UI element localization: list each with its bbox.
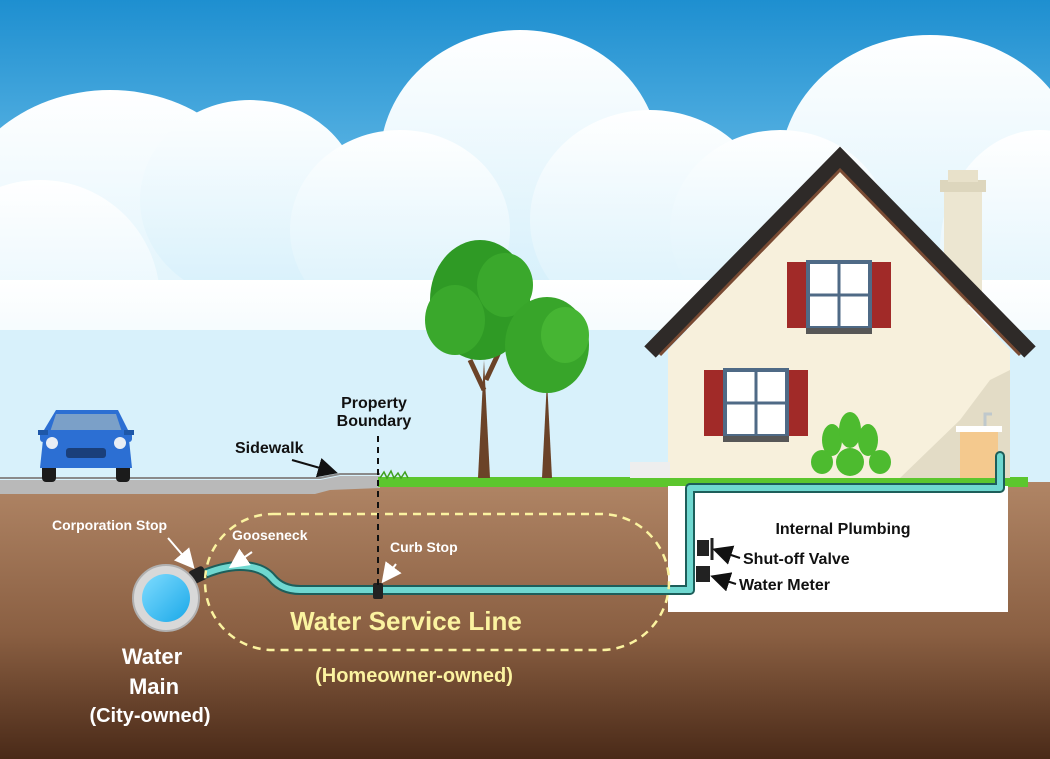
water-main-label-line1: Water (122, 644, 183, 669)
sidewalk-arrow (291, 457, 338, 478)
homeowner-owned-label: (Homeowner-owned) (315, 665, 513, 687)
grass-blades (379, 469, 409, 480)
curb-stop-arrow (381, 561, 402, 584)
tree-icon (425, 240, 589, 478)
grass-strip (378, 477, 1028, 487)
water-meter-icon (696, 566, 710, 582)
property-boundary-label-line1: Property (341, 395, 407, 412)
water-meter-label: Water Meter (739, 577, 830, 594)
sidewalk-label: Sidewalk (235, 440, 304, 457)
service-pipe (195, 451, 1005, 595)
service-line-boundary (203, 512, 671, 652)
water-meter-arrow (710, 572, 737, 592)
basement-area (668, 486, 1008, 612)
property-boundary-label-line2: Boundary (337, 413, 412, 430)
shutoff-valve-icon (697, 538, 714, 560)
water-main-label-line2: Main (129, 674, 179, 699)
shutoff-valve-arrow (712, 545, 741, 565)
shutoff-valve-label: Shut-off Valve (743, 551, 850, 568)
curb-stop-fitting (373, 583, 383, 599)
curb-stop-label: Curb Stop (390, 539, 458, 555)
plant-icon (811, 412, 891, 476)
water-main-pipe-icon (132, 564, 200, 632)
water-service-line-label: Water Service Line (290, 606, 522, 636)
internal-plumbing-label: Internal Plumbing (775, 521, 910, 538)
house-icon (630, 146, 1036, 478)
city-owned-label: (City-owned) (89, 705, 210, 727)
corporation-stop-arrow (167, 537, 195, 570)
road-surface (0, 476, 380, 494)
corporation-stop-label: Corporation Stop (52, 517, 167, 533)
gooseneck-arrow (228, 548, 253, 569)
gooseneck-label: Gooseneck (232, 527, 308, 543)
car-icon (38, 410, 134, 482)
